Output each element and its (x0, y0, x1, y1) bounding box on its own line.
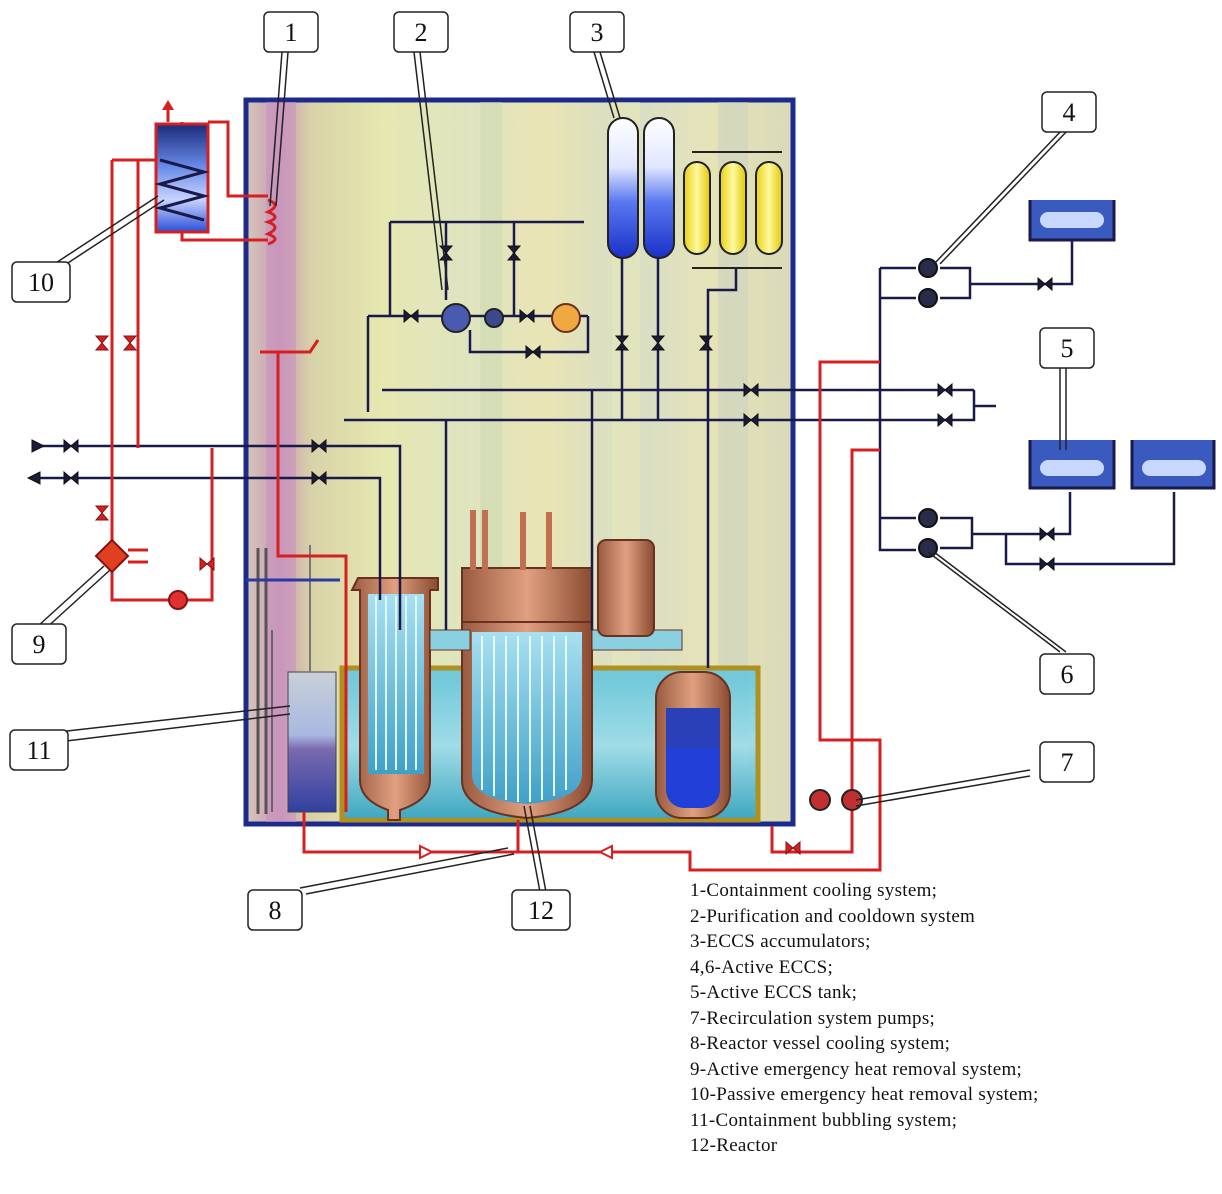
svg-text:12: 12 (528, 896, 554, 925)
callout-12: 12 (511, 889, 571, 931)
legend-item: 12-Reactor (690, 1135, 778, 1156)
callout-11: 11 (9, 729, 69, 771)
passive-heat-exchanger (154, 100, 277, 246)
reactor-vessel (429, 510, 683, 820)
hydrogen-tanks (683, 151, 783, 269)
bubbler-vessel (655, 671, 731, 819)
legend-item: 7-Recirculation system pumps; (690, 1007, 936, 1029)
svg-text:10: 10 (28, 268, 54, 297)
callout-5: 5 (1039, 327, 1095, 369)
callout-6: 6 (1039, 653, 1095, 695)
legend-item: 10-Passive emergency heat removal system… (690, 1084, 1039, 1105)
callout-4: 4 (1041, 91, 1097, 133)
legend-item: 4,6-Active ECCS; (690, 956, 834, 978)
legend-item: 8-Reactor vessel cooling system; (690, 1033, 951, 1054)
active-eccs-tanks (1028, 200, 1216, 490)
svg-text:7: 7 (1061, 748, 1074, 777)
containment-bubbling-tank (246, 545, 340, 814)
callout-2: 2 (393, 11, 449, 53)
callout-boxes: 1 2 3 4 5 6 7 8 (9, 11, 1097, 931)
eccs-accumulators (607, 117, 675, 259)
svg-text:11: 11 (26, 736, 51, 765)
legend-item: 11-Containment bubbling system; (690, 1109, 958, 1131)
svg-text:4: 4 (1063, 98, 1076, 127)
purification-components (441, 303, 581, 333)
legend-item: 5-Active ECCS tank; (690, 982, 858, 1003)
callout-8: 8 (247, 889, 303, 931)
callout-9: 9 (11, 623, 67, 665)
callout-10: 10 (11, 261, 71, 303)
active-emergency-heat-exchanger (94, 538, 188, 610)
callout-leaders (37, 51, 1069, 895)
svg-text:3: 3 (591, 18, 604, 47)
callout-3: 3 (569, 11, 625, 53)
svg-text:6: 6 (1061, 660, 1074, 689)
callout-1: 1 (263, 11, 319, 53)
legend-item: 3-ECCS accumulators; (690, 931, 871, 952)
steam-generator (350, 577, 439, 821)
svg-text:9: 9 (33, 630, 46, 659)
recirculation-pumps (809, 789, 863, 811)
svg-text:8: 8 (269, 896, 282, 925)
pressurizer (597, 539, 655, 637)
svg-text:2: 2 (415, 18, 428, 47)
valves (26, 245, 1055, 860)
svg-text:1: 1 (285, 18, 298, 47)
callout-7: 7 (1039, 741, 1095, 783)
legend-item: 9-Active emergency heat removal system; (690, 1058, 1023, 1080)
legend-item: 1-Containment cooling system; (690, 880, 938, 901)
red-piping (110, 120, 882, 872)
legend-item: 2-Purification and cooldown system (690, 905, 976, 927)
active-eccs-pumps (918, 258, 938, 558)
svg-text:5: 5 (1061, 334, 1074, 363)
legend: 1-Containment cooling system; 2-Purifica… (690, 878, 1210, 1159)
